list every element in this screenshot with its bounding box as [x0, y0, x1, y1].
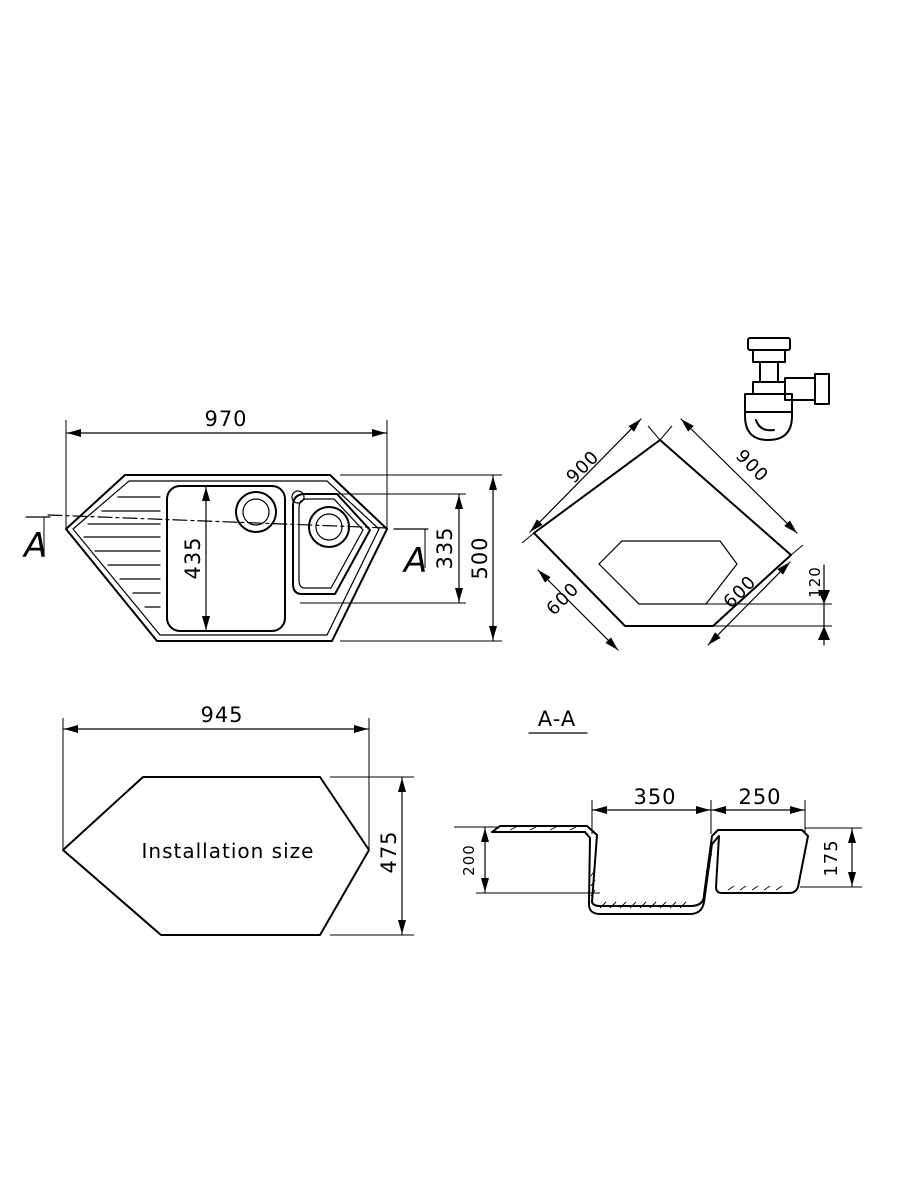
sink-in-corner — [598, 540, 738, 605]
depth-200-label: 200 — [460, 844, 478, 876]
depth-left-600-label: 600 — [542, 578, 583, 619]
bowl-335-label: 335 — [433, 526, 457, 569]
section-view: A-A — [454, 707, 862, 915]
bowl-depth-435-label: 435 — [181, 536, 205, 579]
siphon-icon — [744, 337, 830, 441]
width-970-label: 970 — [204, 407, 247, 431]
section-hatching — [509, 826, 783, 909]
bowl-350-label: 350 — [633, 785, 676, 809]
wall-right-900-label: 900 — [731, 445, 772, 486]
small-bowl — [292, 493, 371, 595]
section-mark-right: A — [402, 541, 427, 581]
height-500-label: 500 — [468, 536, 492, 579]
cutout-view: Installation size 945 475 — [62, 703, 414, 936]
section-title: A-A — [538, 707, 576, 731]
top-view: A A 970 435 335 500 — [22, 407, 502, 642]
section-mark-left: A — [22, 526, 47, 566]
large-bowl — [166, 485, 286, 632]
tap-hole — [291, 490, 305, 504]
gap-120-label: 120 — [806, 566, 824, 598]
sink-rim — [72, 480, 380, 636]
installation-size-caption: Installation size — [142, 839, 315, 863]
section-rim — [491, 825, 809, 915]
bowl-250-label: 250 — [738, 785, 781, 809]
height-475-label: 475 — [377, 830, 401, 873]
drainboard-grooves — [83, 496, 161, 608]
large-bowl-drain — [235, 491, 277, 533]
depth-175-label: 175 — [821, 839, 842, 876]
sink-outline — [65, 474, 388, 642]
section-line — [47, 514, 389, 529]
width-945-label: 945 — [200, 703, 243, 727]
corner-view: 900 900 600 600 120 — [521, 337, 832, 651]
small-bowl-drain — [308, 506, 350, 548]
wall-left-900-label: 900 — [562, 446, 603, 487]
